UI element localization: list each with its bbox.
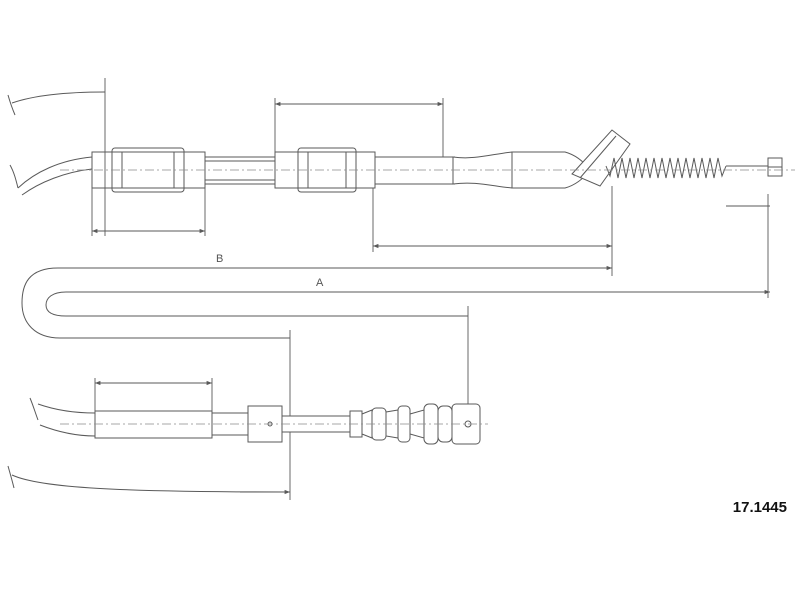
mounting-bracket-edge <box>579 135 617 179</box>
dim-a-label: A <box>316 277 324 289</box>
top-cable-curve-upper <box>17 156 93 189</box>
outer-loop <box>21 267 612 339</box>
part-number: 17.1445 <box>733 499 787 516</box>
top-break-mark <box>7 94 16 116</box>
top-break-mark-2 <box>9 164 19 189</box>
length-loop: B A <box>21 253 770 500</box>
bottom-cable <box>7 378 488 495</box>
bottom-cable-curve-upper <box>37 403 96 414</box>
top-cable <box>7 78 795 298</box>
sheath-segment <box>374 156 454 185</box>
mounting-bracket <box>571 129 631 187</box>
dim-b-label: B <box>216 253 223 265</box>
inner-loop <box>45 291 770 317</box>
return-spring <box>605 157 727 179</box>
bottom-break-mark-2 <box>7 465 15 489</box>
bottom-sleeve <box>94 410 213 439</box>
bottom-break-mark <box>29 397 39 421</box>
top-cable-curve-lower <box>21 168 93 196</box>
bottom-cable-curve-lower <box>39 424 96 437</box>
bottom-lead-curve <box>11 474 291 493</box>
top-left-lead-curve <box>11 91 106 104</box>
grommet-2 <box>274 151 376 189</box>
cable-section <box>204 160 276 181</box>
